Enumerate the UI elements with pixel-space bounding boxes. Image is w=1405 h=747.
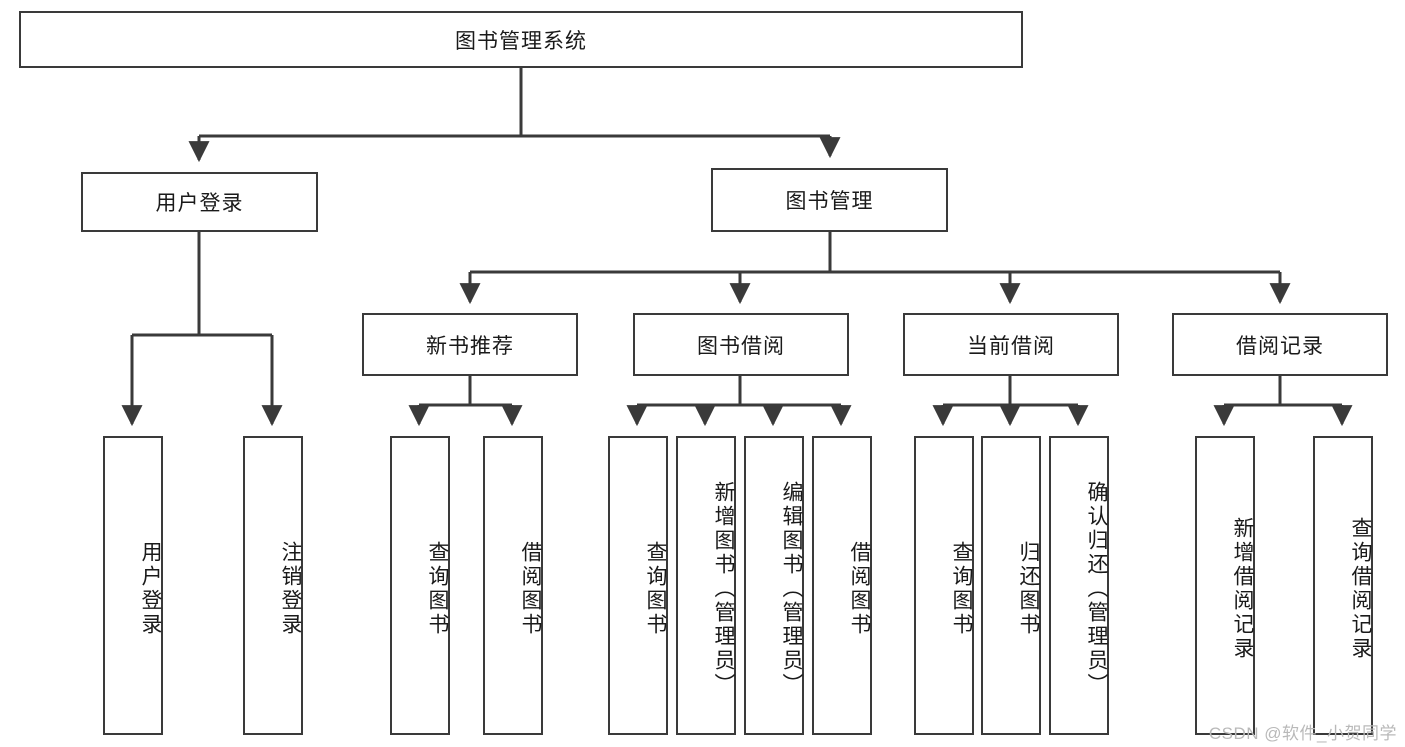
node-root[interactable]: 图书管理系统	[19, 11, 1023, 68]
node-book-management[interactable]: 图书管理	[711, 168, 948, 232]
leaf-user-login[interactable]: 用户登录	[103, 436, 163, 735]
leaf-borrow-book-label: 借阅图书	[848, 540, 871, 637]
node-borrow-record[interactable]: 借阅记录	[1172, 313, 1388, 376]
leaf-query-book-current[interactable]: 查询图书	[914, 436, 974, 735]
node-user-login-label: 用户登录	[155, 192, 244, 215]
leaf-add-book-admin[interactable]: 新增图书（管理员）	[676, 436, 736, 735]
leaf-confirm-return-admin-label: 确认归还（管理员）	[1085, 480, 1108, 697]
leaf-add-book-admin-label: 新增图书（管理员）	[712, 480, 735, 697]
watermark: CSDN @软件_小贺同学	[1208, 724, 1397, 743]
leaf-logout-label: 注销登录	[279, 540, 302, 637]
leaf-edit-book-admin[interactable]: 编辑图书（管理员）	[744, 436, 804, 735]
leaf-query-borrow-record-label: 查询借阅记录	[1349, 516, 1372, 661]
leaf-query-borrow-record[interactable]: 查询借阅记录	[1313, 436, 1373, 735]
leaf-return-book-label: 归还图书	[1017, 540, 1040, 637]
leaf-logout[interactable]: 注销登录	[243, 436, 303, 735]
node-current-borrow-label: 当前借阅	[967, 334, 1055, 358]
node-new-book-recommend[interactable]: 新书推荐	[362, 313, 578, 376]
leaf-return-book[interactable]: 归还图书	[981, 436, 1041, 735]
leaf-query-book-current-label: 查询图书	[950, 540, 973, 637]
node-new-book-recommend-label: 新书推荐	[426, 334, 514, 358]
node-root-label: 图书管理系统	[455, 29, 587, 53]
leaf-borrow-book[interactable]: 借阅图书	[812, 436, 872, 735]
leaf-borrow-book-recommend-label: 借阅图书	[519, 540, 542, 637]
leaf-edit-book-admin-label: 编辑图书（管理员）	[780, 480, 803, 697]
leaf-add-borrow-record[interactable]: 新增借阅记录	[1195, 436, 1255, 735]
node-book-management-label: 图书管理	[785, 190, 874, 213]
leaf-confirm-return-admin[interactable]: 确认归还（管理员）	[1049, 436, 1109, 735]
node-current-borrow[interactable]: 当前借阅	[903, 313, 1119, 376]
leaf-query-book-borrow-label: 查询图书	[644, 540, 667, 637]
node-borrow-record-label: 借阅记录	[1236, 334, 1324, 358]
leaf-query-book-recommend[interactable]: 查询图书	[390, 436, 450, 735]
node-user-login[interactable]: 用户登录	[81, 172, 318, 232]
leaf-add-borrow-record-label: 新增借阅记录	[1231, 516, 1254, 661]
leaf-query-book-borrow[interactable]: 查询图书	[608, 436, 668, 735]
leaf-borrow-book-recommend[interactable]: 借阅图书	[483, 436, 543, 735]
leaf-query-book-recommend-label: 查询图书	[426, 540, 449, 637]
node-book-borrow[interactable]: 图书借阅	[633, 313, 849, 376]
leaf-user-login-label: 用户登录	[139, 540, 162, 637]
node-book-borrow-label: 图书借阅	[697, 334, 785, 358]
